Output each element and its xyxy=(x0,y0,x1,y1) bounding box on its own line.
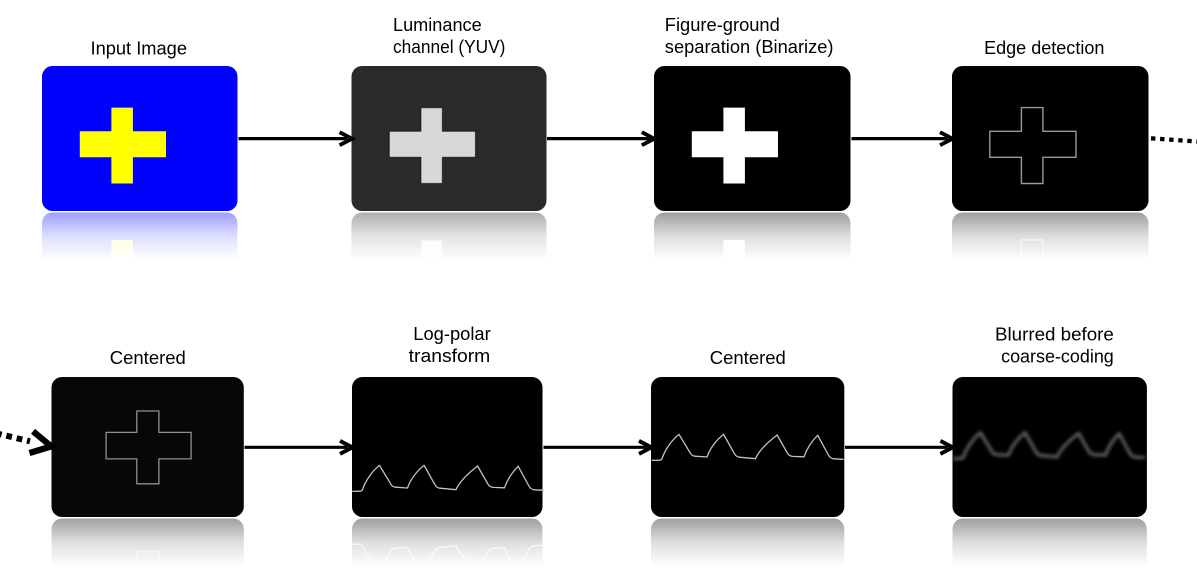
svg-text:channel (YUV): channel (YUV) xyxy=(393,36,505,57)
svg-text:coarse-coding: coarse-coding xyxy=(1001,345,1114,366)
svg-text:transform: transform xyxy=(409,345,491,366)
svg-text:Log-polar: Log-polar xyxy=(413,323,490,344)
svg-text:Input Image: Input Image xyxy=(91,38,188,59)
svg-text:Edge detection: Edge detection xyxy=(984,37,1104,58)
svg-text:Blurred before: Blurred before xyxy=(995,323,1114,344)
svg-text:Figure-ground: Figure-ground xyxy=(665,14,780,35)
svg-text:separation (Binarize): separation (Binarize) xyxy=(665,36,834,57)
svg-text:Centered: Centered xyxy=(710,347,786,368)
svg-text:Centered: Centered xyxy=(110,347,186,368)
svg-text:Luminance: Luminance xyxy=(393,14,482,35)
